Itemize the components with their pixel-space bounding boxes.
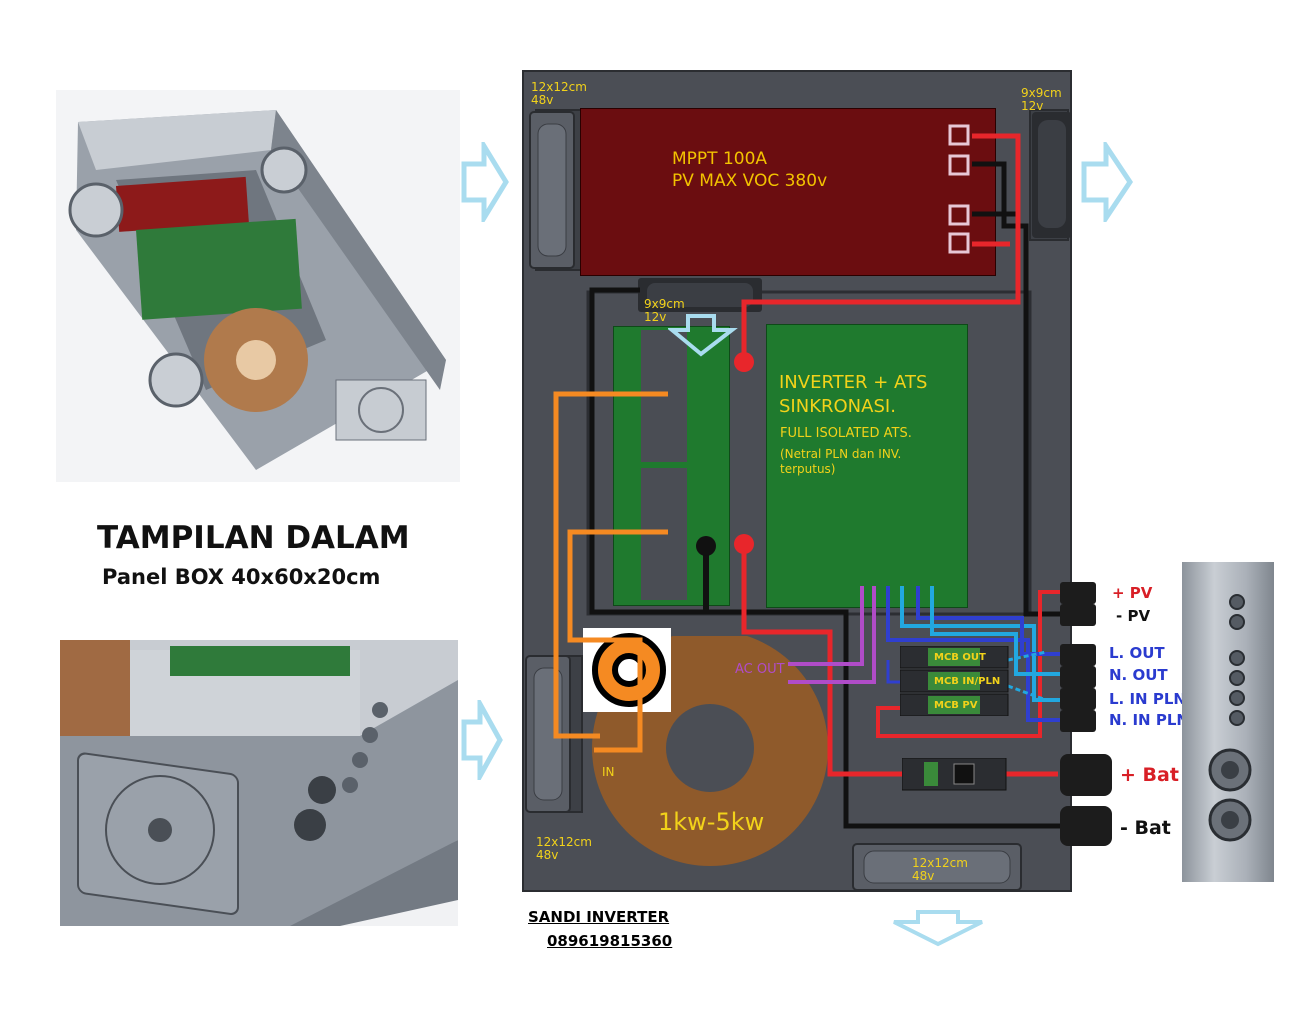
fan-label-middle: 9x9cm 12v <box>644 297 685 324</box>
page-title: TAMPILAN DALAM <box>97 520 410 556</box>
inverter-title: INVERTER + ATS SINKRONASI. <box>779 372 928 417</box>
mppt-label-line2: PV MAX VOC 380v <box>672 171 828 191</box>
terminal-pv-plus: + PV <box>1112 584 1153 602</box>
cable-gland-icon <box>1208 594 1252 842</box>
enclosure-side-view-icon <box>60 640 458 926</box>
mcb-breaker-icon <box>902 758 1007 791</box>
ac-out-label: AC OUT <box>735 662 785 677</box>
transformer-rating: 1kw-5kw <box>658 808 765 836</box>
toroid-icon <box>592 633 666 707</box>
mppt-label-line1: MPPT 100A <box>672 149 768 169</box>
mcb-breaker-icon <box>900 646 1009 716</box>
terminal-l-out: L. OUT <box>1109 644 1165 662</box>
enclosure-isometric-icon <box>68 110 446 470</box>
fan-label-bottom-left: 12x12cm 48v <box>536 835 592 862</box>
mcb-out-label: MCB OUT <box>934 652 986 663</box>
terminal-n-in-pln: N. IN PLN <box>1109 711 1189 729</box>
render-3d-bottom <box>60 640 458 926</box>
credit-name: SANDI INVERTER <box>528 908 670 926</box>
mppt-label: MPPT 100A PV MAX VOC 380v <box>672 148 827 192</box>
terminal-l-in-pln: L. IN PLN <box>1109 690 1186 708</box>
fan-icon <box>852 843 1022 891</box>
terminal-n-out: N. OUT <box>1109 666 1168 684</box>
terminal-bat-plus: + Bat <box>1120 764 1179 786</box>
mcb-pv-label: MCB PV <box>934 700 978 711</box>
fan-icon <box>1032 112 1072 238</box>
render-3d-top <box>56 90 460 482</box>
flow-arrow-icon <box>461 700 503 780</box>
inverter-subtitle: FULL ISOLATED ATS. <box>780 426 912 441</box>
fan-icon <box>638 278 762 312</box>
flow-arrow-icon <box>461 142 509 222</box>
inverter-control-board <box>766 324 968 608</box>
cable-gland-icon <box>1060 582 1096 732</box>
terminal-pv-minus: - PV <box>1116 607 1151 625</box>
flow-arrow-icon <box>668 314 738 357</box>
transformer-in-label: IN <box>602 765 615 779</box>
fan-label-bottom-center: 12x12cm 48v <box>912 856 968 883</box>
terminal-bat-minus: - Bat <box>1120 817 1171 839</box>
fan-label-top-right: 9x9cm 12v <box>1021 86 1062 113</box>
flow-arrow-icon <box>893 910 983 947</box>
credit-phone: 089619815360 <box>547 932 673 950</box>
mppt-terminals <box>948 124 970 254</box>
inverter-note: (Netral PLN dan INV. terputus) <box>780 447 902 476</box>
mppt-module <box>580 108 996 276</box>
flow-arrow-icon <box>1081 142 1134 222</box>
page-subtitle: Panel BOX 40x60x20cm <box>102 565 381 589</box>
fan-icon <box>529 111 575 269</box>
fan-label-top-left: 12x12cm 48v <box>531 80 587 107</box>
cable-gland-icon <box>1060 754 1112 846</box>
mcb-in-pln-label: MCB IN/PLN <box>934 676 1001 687</box>
